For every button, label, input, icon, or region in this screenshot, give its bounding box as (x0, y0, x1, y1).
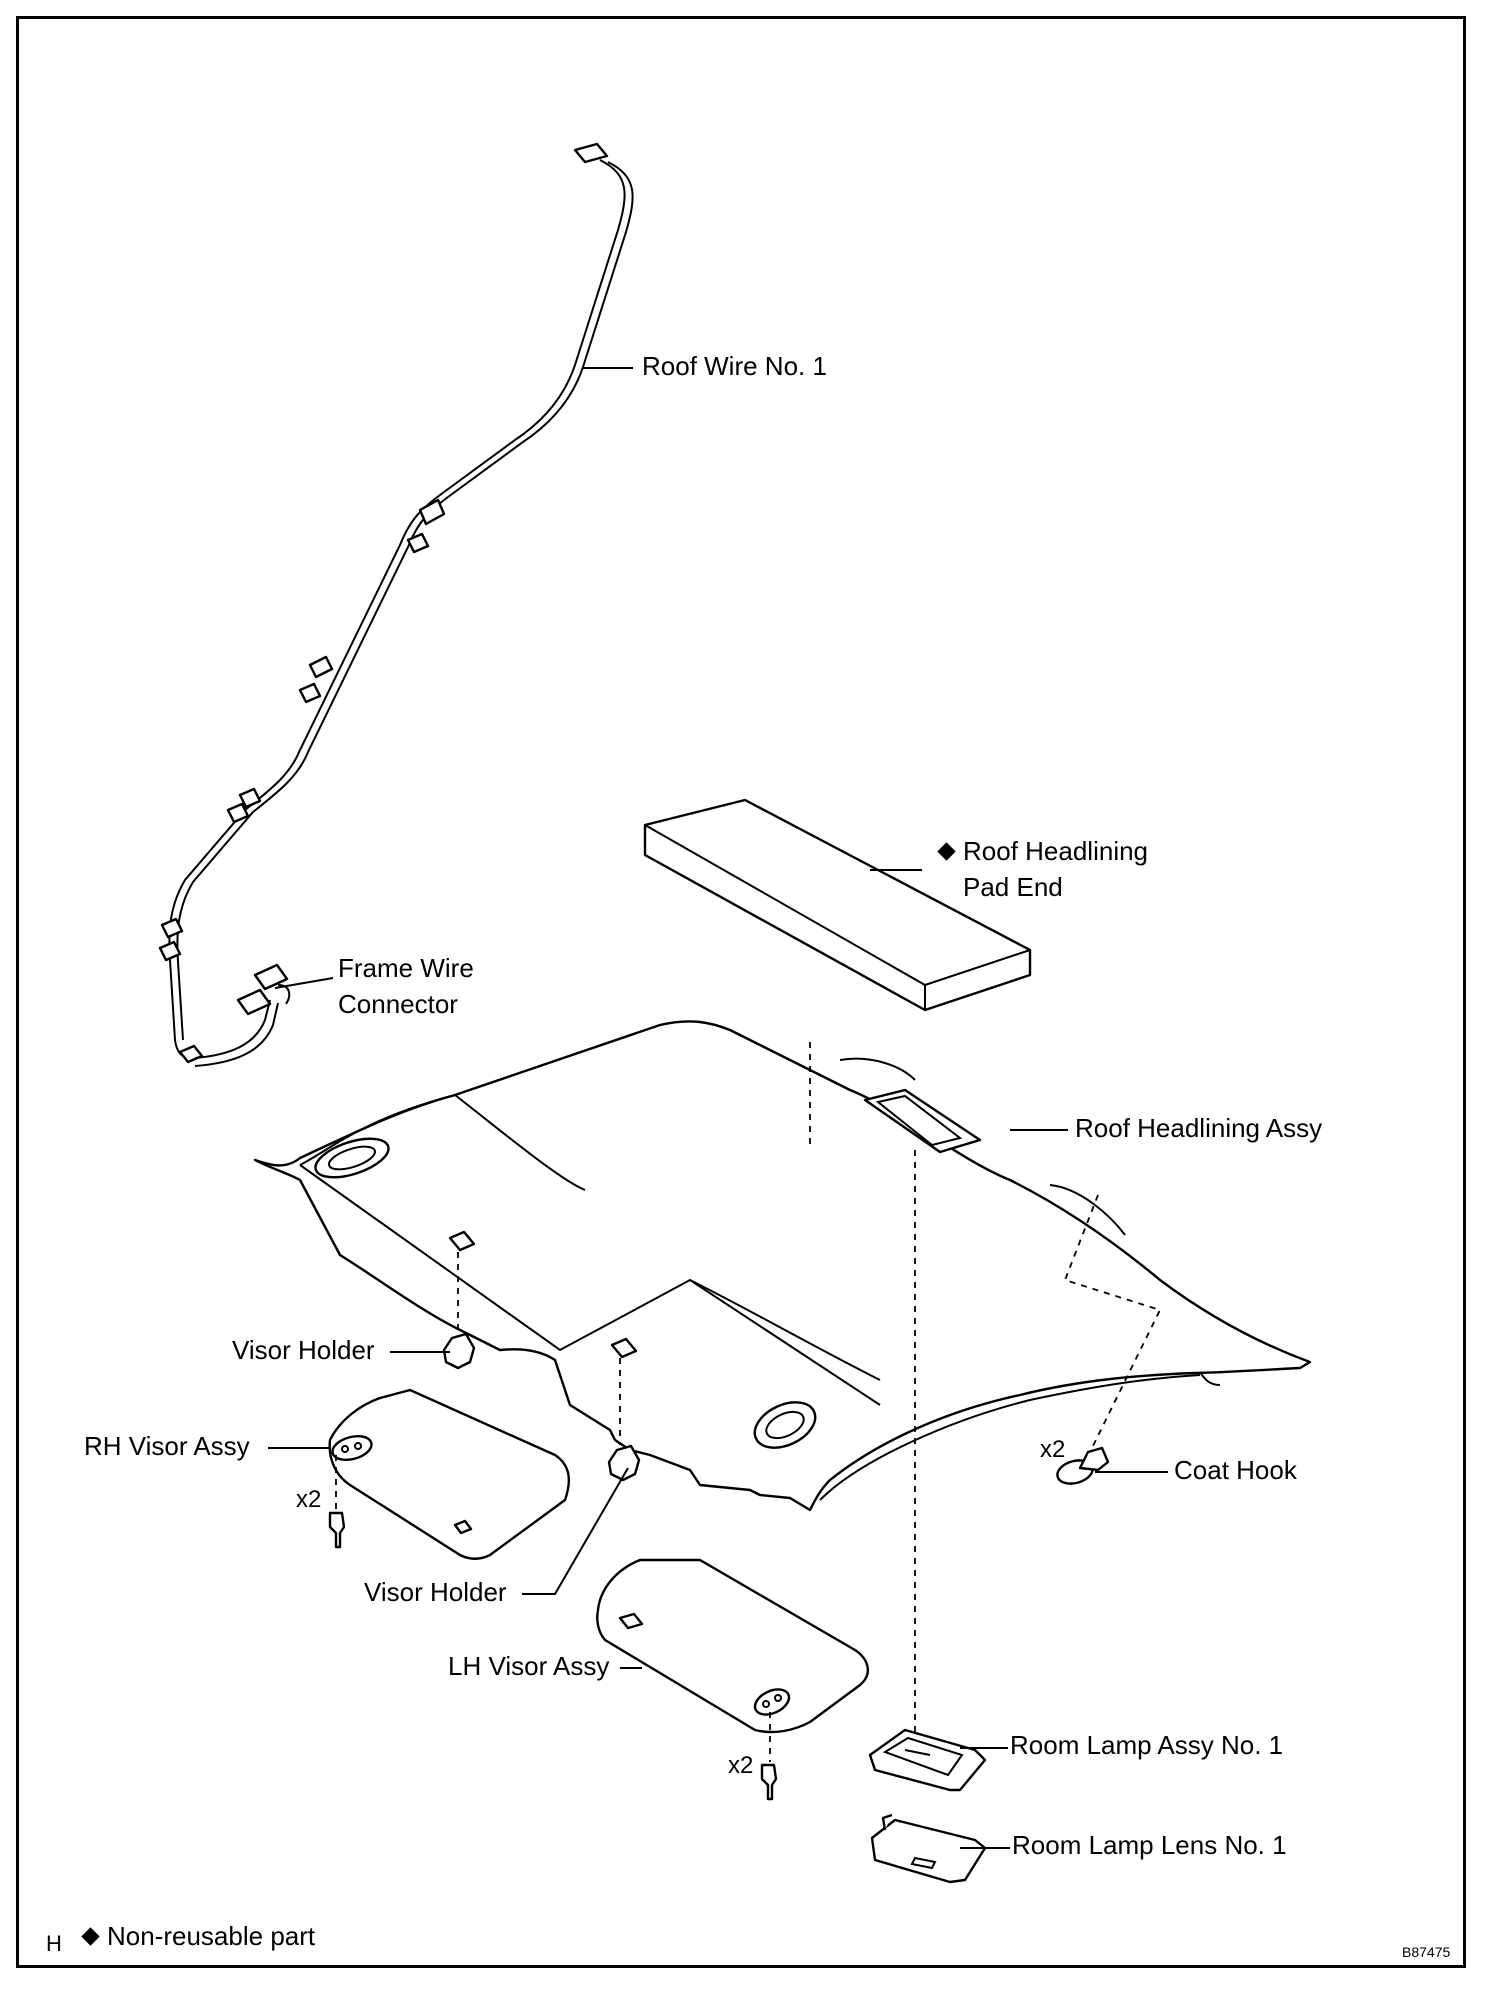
non-reusable-diamond-icon (937, 842, 956, 861)
legend-non-reusable-text: Non-reusable part (107, 1921, 316, 1951)
coat-hook-drawing (1056, 1446, 1110, 1485)
label-coat-hook: Coat Hook (1174, 1455, 1297, 1485)
label-headlining-assy: Roof Headlining Assy (1075, 1113, 1323, 1143)
label-x2-coat: x2 (1040, 1436, 1066, 1463)
label-lh-visor: LH Visor Assy (448, 1651, 610, 1681)
rh-visor-drawing (328, 1388, 571, 1560)
pad-end-drawing (643, 798, 1032, 1012)
room-lamp-lens-drawing (870, 1813, 987, 1884)
label-pad-end: Roof Headlining Pad End (937, 833, 1149, 906)
leader-visor-holder-lower (522, 1467, 629, 1595)
label-x2-rh: x2 (296, 1486, 322, 1513)
roof-wire-drawing (158, 142, 634, 1067)
headlining-assy-drawing (253, 1020, 1312, 1512)
label-x2-lh: x2 (728, 1752, 754, 1779)
room-lamp-assy-drawing (868, 1728, 987, 1792)
label-visor-holder-upper: Visor Holder (232, 1335, 375, 1365)
leader-frame-wire (274, 977, 334, 989)
label-roof-wire: Roof Wire No. 1 (642, 351, 827, 381)
label-room-lamp-assy: Room Lamp Assy No. 1 (1010, 1730, 1284, 1760)
legend-non-reusable: Non-reusable part (81, 1920, 316, 1954)
label-frame-wire-line1: Frame Wire (338, 953, 474, 983)
label-frame-wire-line2: Connector (338, 989, 458, 1020)
label-room-lamp-lens: Room Lamp Lens No. 1 (1012, 1830, 1287, 1860)
label-pad-end-line2: Pad End (963, 872, 1063, 903)
label-frame-wire: Frame Wire Connector (338, 950, 474, 1023)
label-visor-holder-lower: Visor Holder (364, 1577, 507, 1607)
legend-diamond-icon (81, 1927, 100, 1946)
figure-code: B87475 (1402, 1944, 1451, 1960)
label-rh-visor: RH Visor Assy (84, 1431, 250, 1461)
visor-holder-lower-drawing (607, 1444, 641, 1482)
corner-letter: H (46, 1931, 62, 1956)
guide-coat-hook (1063, 1194, 1162, 1453)
lh-visor-drawing (596, 1558, 869, 1801)
label-pad-end-line1: Roof Headlining (963, 836, 1149, 866)
diagram-frame (16, 16, 1466, 1968)
